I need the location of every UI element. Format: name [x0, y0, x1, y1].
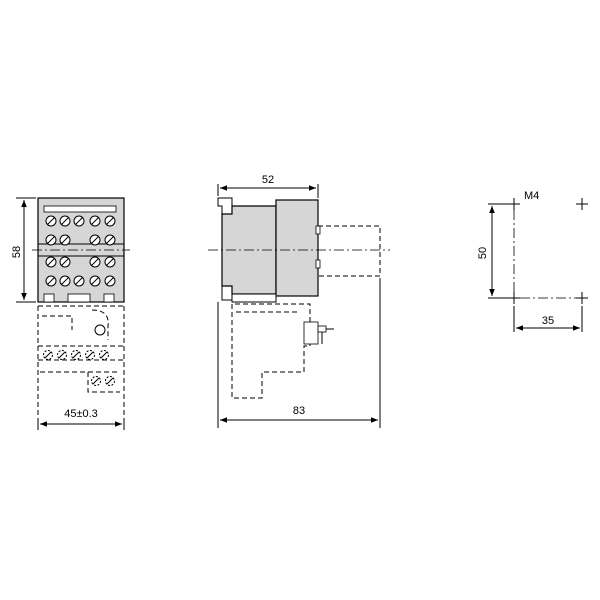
hole-bottom-right [576, 292, 588, 304]
front-height-label: 58 [11, 246, 23, 258]
hole-bottom-left [508, 292, 520, 304]
front-view: 58 45±0.3 [11, 197, 130, 430]
hole-top-left [508, 198, 520, 210]
front-width-label: 45±0.3 [64, 408, 98, 420]
top-terminal-row [43, 205, 117, 287]
side-view: 52 83 [208, 174, 390, 428]
side-depth-top-label: 52 [262, 174, 274, 186]
mounting-hole-pattern: M4 50 35 [477, 190, 588, 332]
side-depth-total-label: 83 [293, 405, 305, 417]
hole-top-right [576, 198, 588, 210]
hole-vertical-label: 50 [477, 247, 489, 259]
hole-size-label: M4 [524, 190, 539, 202]
hole-horizontal-label: 35 [542, 315, 554, 327]
front-accessory-outline [37, 305, 125, 420]
